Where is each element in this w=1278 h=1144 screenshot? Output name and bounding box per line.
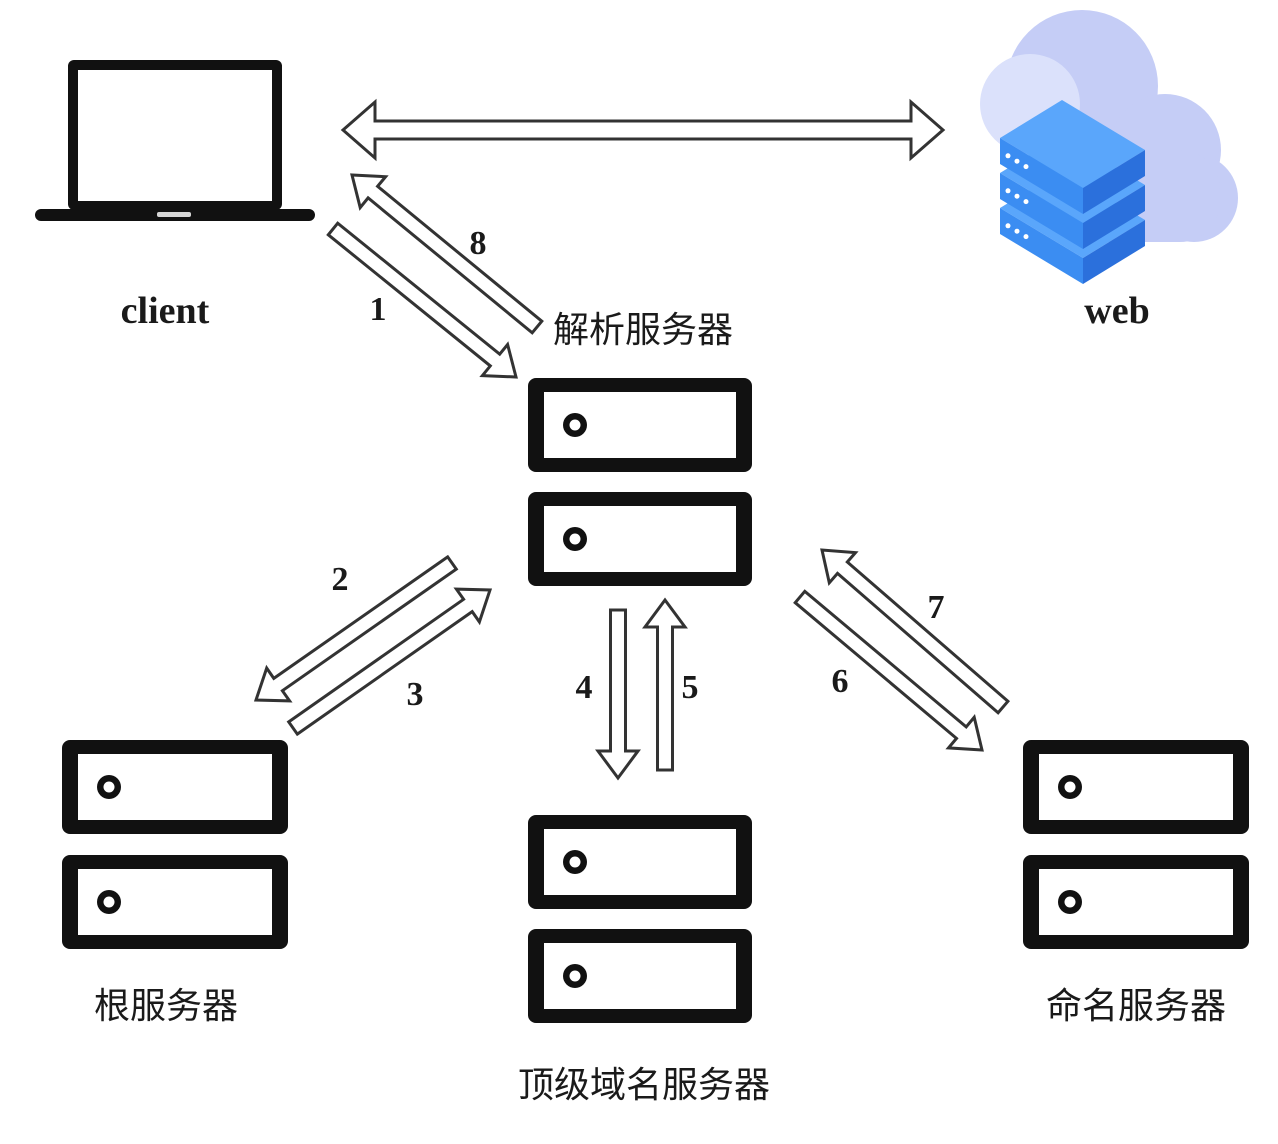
server-slab-side-face <box>1083 185 1145 249</box>
arrow-client-web <box>340 98 946 162</box>
arrow-step-3 <box>286 587 493 737</box>
server-unit-light-core <box>569 419 581 431</box>
authoritative-server-label: 命名服务器 <box>1046 986 1226 1027</box>
server-slab-led <box>1005 188 1011 194</box>
web-server-stack <box>1000 100 1145 284</box>
arrow-step-1 <box>326 221 518 379</box>
step-label-1: 1 <box>370 291 387 328</box>
server-slab-led <box>1023 164 1029 170</box>
server-slab-side-face <box>1083 220 1145 284</box>
server-unit <box>528 815 752 909</box>
client-label: client <box>121 290 210 332</box>
server-unit <box>62 740 288 834</box>
server-slab-led <box>1023 234 1029 240</box>
step-label-7: 7 <box>928 589 945 626</box>
server-unit-light-core <box>103 781 115 793</box>
authoritative-server-icon <box>1023 740 1249 949</box>
arrow-step-4 <box>595 608 641 781</box>
step-label-4: 4 <box>576 669 593 706</box>
step-label-2: 2 <box>332 561 349 598</box>
laptop-icon <box>35 60 315 221</box>
server-slab-led <box>1014 158 1020 164</box>
server-unit-light-core <box>103 896 115 908</box>
arrow-step-2 <box>253 554 459 703</box>
server-unit <box>62 855 288 949</box>
server-slab-led <box>1014 193 1020 199</box>
server-slab-side-face <box>1083 150 1145 214</box>
arrow-step-5 <box>642 597 688 772</box>
tld-server-icon <box>528 815 752 1023</box>
cloud-server-icon <box>980 10 1238 284</box>
server-slab-led <box>1014 228 1020 234</box>
arrow-step-8 <box>350 173 544 335</box>
laptop-notch <box>157 212 191 217</box>
step-label-6: 6 <box>832 663 849 700</box>
step-label-3: 3 <box>407 676 424 713</box>
laptop-screen <box>78 70 272 201</box>
resolver-server-label: 解析服务器 <box>553 310 733 351</box>
server-unit-light-core <box>569 970 581 982</box>
server-slab-front-face <box>1000 173 1083 249</box>
server-slab-led <box>1005 223 1011 229</box>
web-label: web <box>1084 290 1149 332</box>
server-unit <box>528 378 752 472</box>
step-label-8: 8 <box>470 225 487 262</box>
root-server-label: 根服务器 <box>94 986 238 1027</box>
server-unit <box>528 492 752 586</box>
root-server-icon <box>62 740 288 949</box>
step-label-5: 5 <box>682 669 699 706</box>
flow-arrows <box>253 98 1011 781</box>
server-slab-led <box>1023 199 1029 205</box>
server-unit <box>1023 855 1249 949</box>
server-slab-front-face <box>1000 138 1083 214</box>
server-slab-led <box>1005 153 1011 159</box>
resolver-server-icon <box>528 378 752 586</box>
arrow-step-6 <box>793 589 984 752</box>
server-unit <box>528 929 752 1023</box>
server-unit-light-core <box>569 856 581 868</box>
server-unit-light-core <box>1064 896 1076 908</box>
server-unit <box>1023 740 1249 834</box>
arrow-step-7 <box>820 548 1011 715</box>
server-unit-light-core <box>569 533 581 545</box>
server-slab-front-face <box>1000 208 1083 284</box>
server-unit-light-core <box>1064 781 1076 793</box>
server-slab-top-face <box>1000 100 1145 188</box>
tld-server-label: 顶级域名服务器 <box>518 1065 770 1106</box>
